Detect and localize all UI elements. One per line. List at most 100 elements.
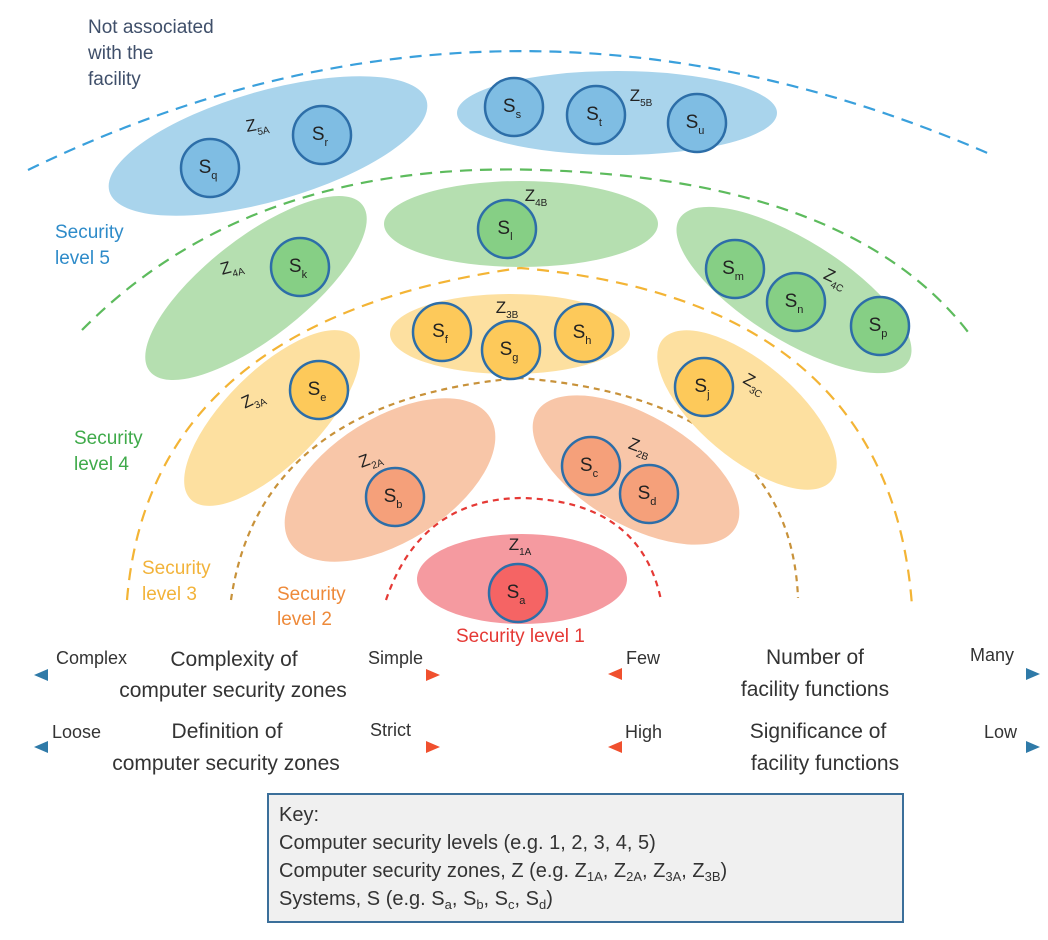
system-label-r: Sr [312, 124, 329, 149]
key-levels-line: Computer security levels (e.g. 1, 2, 3, … [279, 832, 656, 854]
arrowhead-complexity-right [426, 669, 440, 681]
system-label-m: Sm [722, 258, 744, 283]
scale-number-left: Few [626, 648, 661, 668]
system-circle-g [480, 319, 542, 381]
key-example-2a: Z2A [613, 860, 643, 884]
system-q: Sq [179, 137, 241, 199]
scale-significance-title2: facility functions [751, 752, 899, 775]
system-circle-s [483, 76, 545, 138]
scale-significance-left: High [625, 722, 662, 742]
system-label-d: Sd [638, 483, 657, 508]
system-c: Sc [560, 435, 622, 497]
key-zones-suffix: ) [720, 860, 728, 882]
key-systems-examples: Sa, Sb, Sc, Sd [431, 888, 547, 912]
system-circle-e [288, 359, 350, 421]
system-f: Sf [411, 301, 473, 363]
system-label-q: Sq [199, 157, 218, 182]
scale-significance-right: Low [984, 722, 1018, 742]
system-u: Su [666, 92, 728, 154]
arrowhead-complexity-left [34, 669, 48, 681]
scale-number-title1: Number of [766, 646, 864, 669]
system-circle-t [565, 84, 627, 146]
zone-label-4a: Z4A [218, 254, 246, 282]
system-b: Sb [364, 466, 426, 528]
level3-label-line2: level 3 [142, 584, 197, 605]
system-circle-f [411, 301, 473, 363]
system-circle-q [179, 137, 241, 199]
system-label-t: St [586, 104, 602, 129]
system-circle-n [765, 271, 827, 333]
key-example-c: Sc [494, 888, 515, 912]
system-circle-b [364, 466, 426, 528]
scale-significance: High Low Significance of facility functi… [608, 720, 1040, 775]
system-k: Sk [269, 236, 331, 298]
system-t: St [565, 84, 627, 146]
key-example-1a: Z1A [574, 860, 603, 884]
arrowhead-definition-left [34, 741, 48, 753]
system-n: Sn [765, 271, 827, 333]
level1-label: Security level 1 [456, 626, 585, 647]
key-example-b: Sb [462, 888, 484, 912]
zone-label-3b: Z3B [496, 298, 519, 321]
key-example-3b: Z3B [692, 860, 721, 884]
zone-label-2b: Z2B [625, 434, 654, 463]
system-l: Sl [476, 198, 538, 260]
key-systems-suffix: ) [546, 888, 553, 910]
system-label-h: Sh [573, 322, 592, 347]
system-circle-a [487, 562, 549, 624]
key-systems-line: Systems, S (e.g. Sa, Sb, Sc, Sd) [279, 885, 892, 913]
level4-label-line2: level 4 [74, 454, 129, 475]
system-label-j: Sj [694, 376, 709, 401]
system-label-p: Sp [869, 315, 888, 340]
level5-label-line2: level 5 [55, 248, 110, 269]
key-zones-examples: Z1A, Z2A, Z3A, Z3B [574, 860, 721, 884]
system-circle-k [269, 236, 331, 298]
scale-definition-right: Strict [370, 720, 411, 740]
system-label-c: Sc [580, 455, 599, 480]
boundary-level5 [27, 50, 993, 171]
level2-label-line1: Security [277, 584, 346, 605]
system-label-g: Sg [500, 339, 519, 364]
system-circle-l [476, 198, 538, 260]
key-zones-prefix: Computer security zones, Z (e.g. [279, 860, 575, 882]
level5-label-line1: Security [55, 222, 124, 243]
system-circle-d [618, 463, 680, 525]
scale-definition-title1: Definition of [172, 720, 283, 743]
boundary-level3 [125, 266, 914, 607]
system-label-f: Sf [432, 321, 449, 346]
level3-label-line1: Security [142, 558, 211, 579]
outer-label-line3: facility [88, 69, 141, 90]
arrowhead-definition-right [426, 741, 440, 753]
scale-complexity-right: Simple [368, 648, 423, 668]
system-label-s: Ss [503, 96, 522, 121]
outer-label-line2: with the [87, 43, 153, 64]
system-label-b: Sb [384, 486, 403, 511]
scale-complexity-left: Complex [56, 648, 127, 668]
boundary-level4 [81, 168, 969, 333]
system-g: Sg [480, 319, 542, 381]
zone-label-5b: Z5B [630, 86, 653, 109]
key-example-a: Sa [431, 888, 452, 912]
scale-definition: Loose Strict Definition of computer secu… [34, 720, 440, 775]
scale-number-right: Many [970, 645, 1014, 665]
level4-label-line1: Security [74, 428, 143, 449]
system-circle-h [553, 302, 615, 364]
system-circle-p [849, 295, 911, 357]
arrowhead-significance-left [608, 741, 622, 753]
zone-label-4b: Z4B [525, 186, 548, 209]
key-title: Key: [279, 804, 320, 826]
key-box: Key: Computer security levels (e.g. 1, 2… [267, 793, 904, 923]
boundary-level1 [384, 496, 663, 601]
system-d: Sd [618, 463, 680, 525]
system-label-a: Sa [507, 582, 527, 607]
scale-significance-title1: Significance of [750, 720, 887, 743]
scale-number-title2: facility functions [741, 678, 889, 701]
scale-definition-left: Loose [52, 722, 101, 742]
scale-complexity: Complex Simple Complexity of computer se… [34, 648, 440, 702]
key-zones-line: Computer security zones, Z (e.g. Z1A, Z2… [279, 857, 892, 885]
arrowhead-number-right [1026, 668, 1040, 680]
key-systems-prefix: Systems, S (e.g. [279, 888, 432, 910]
system-label-k: Sk [289, 256, 308, 281]
level2-label-line2: level 2 [277, 609, 332, 630]
